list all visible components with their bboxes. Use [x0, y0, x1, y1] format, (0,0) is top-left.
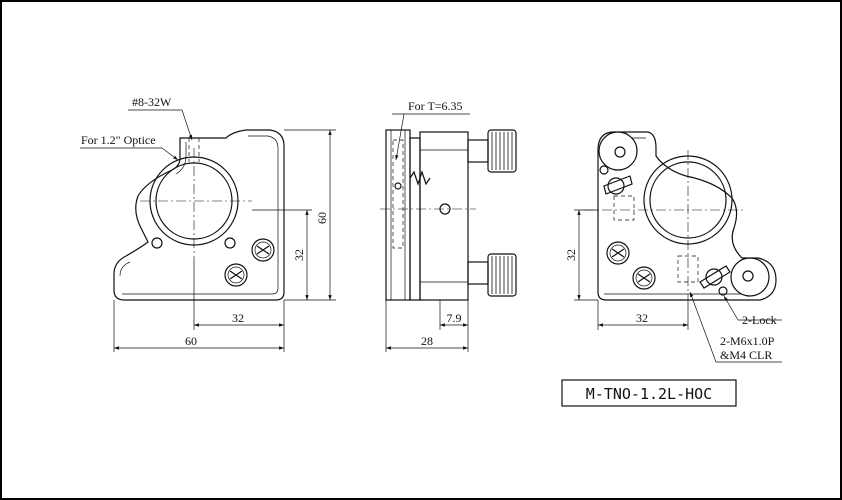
front-leaders [80, 109, 193, 161]
lock-disc-upper [598, 131, 638, 195]
side-body [419, 131, 469, 301]
front-dimensions [113, 129, 336, 352]
rear-screw-lower [632, 266, 656, 290]
model-box [561, 379, 737, 407]
front-screw-lower [224, 263, 248, 287]
dim-side-depth: 28 [421, 334, 433, 348]
dim-side-knob: 7.9 [447, 311, 462, 325]
dim-front-width: 60 [185, 334, 197, 348]
label-lock: 2-Lock [742, 313, 777, 327]
side-front-plate [385, 129, 411, 301]
rear-view [584, 131, 777, 301]
front-view [113, 129, 285, 301]
dim-front-center-height: 32 [292, 249, 306, 261]
dim-rear-center-height: 32 [564, 249, 578, 261]
dim-front-center-x: 32 [232, 311, 244, 325]
side-knob-upper [487, 129, 517, 173]
front-plate-outline [113, 129, 285, 301]
label-thread: #8-32W [132, 95, 172, 109]
dim-rear-center-x: 32 [636, 311, 648, 325]
rear-plate-outline [597, 131, 777, 301]
rear-screw-upper [606, 241, 630, 265]
label-screws-line2: &M4 CLR [720, 348, 772, 362]
side-view [380, 129, 517, 301]
side-dimensions [385, 113, 470, 352]
spring [409, 170, 431, 186]
label-optic: For 1.2" Optice [81, 133, 156, 147]
rear-bore-inner [649, 161, 727, 239]
label-screws-line1: 2-M6x1.0P [720, 334, 775, 348]
lock-disc-lower [699, 257, 770, 297]
dim-front-height: 60 [315, 212, 329, 224]
model-number: M-TNO-1.2L-HOC [586, 385, 712, 403]
label-thickness: For T=6.35 [408, 99, 463, 113]
side-knob-lower [487, 253, 517, 297]
rear-dimensions [574, 209, 782, 363]
front-screw-upper [251, 238, 275, 262]
